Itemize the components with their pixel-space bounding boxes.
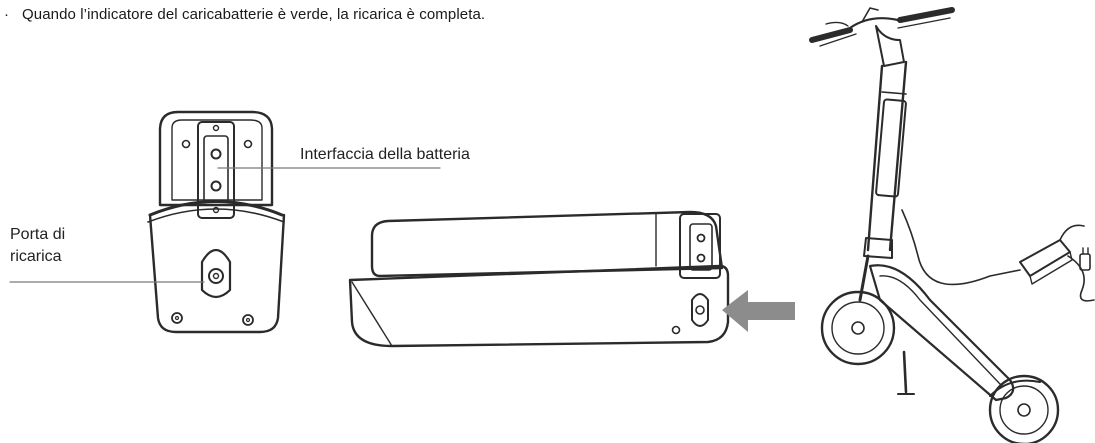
bullet-icon: · — [4, 6, 10, 23]
battery-back-view-illustration — [9, 110, 441, 334]
instruction-sentence: Quando l’indicatore del caricabatterie è… — [22, 6, 486, 23]
insert-arrow-icon — [722, 290, 795, 332]
scooter-charging-illustration — [809, 7, 1095, 443]
charging-port-label-line2: ricarica — [10, 248, 62, 265]
instruction-text: · Quando l’indicatore del caricabatterie … — [4, 6, 485, 23]
charging-port-label-line1: Porta di — [10, 226, 66, 243]
battery-side-view-illustration — [348, 210, 730, 348]
battery-interface-label: Interfaccia della batteria — [300, 146, 470, 163]
charging-port-label: Porta di ricarica — [10, 224, 130, 268]
